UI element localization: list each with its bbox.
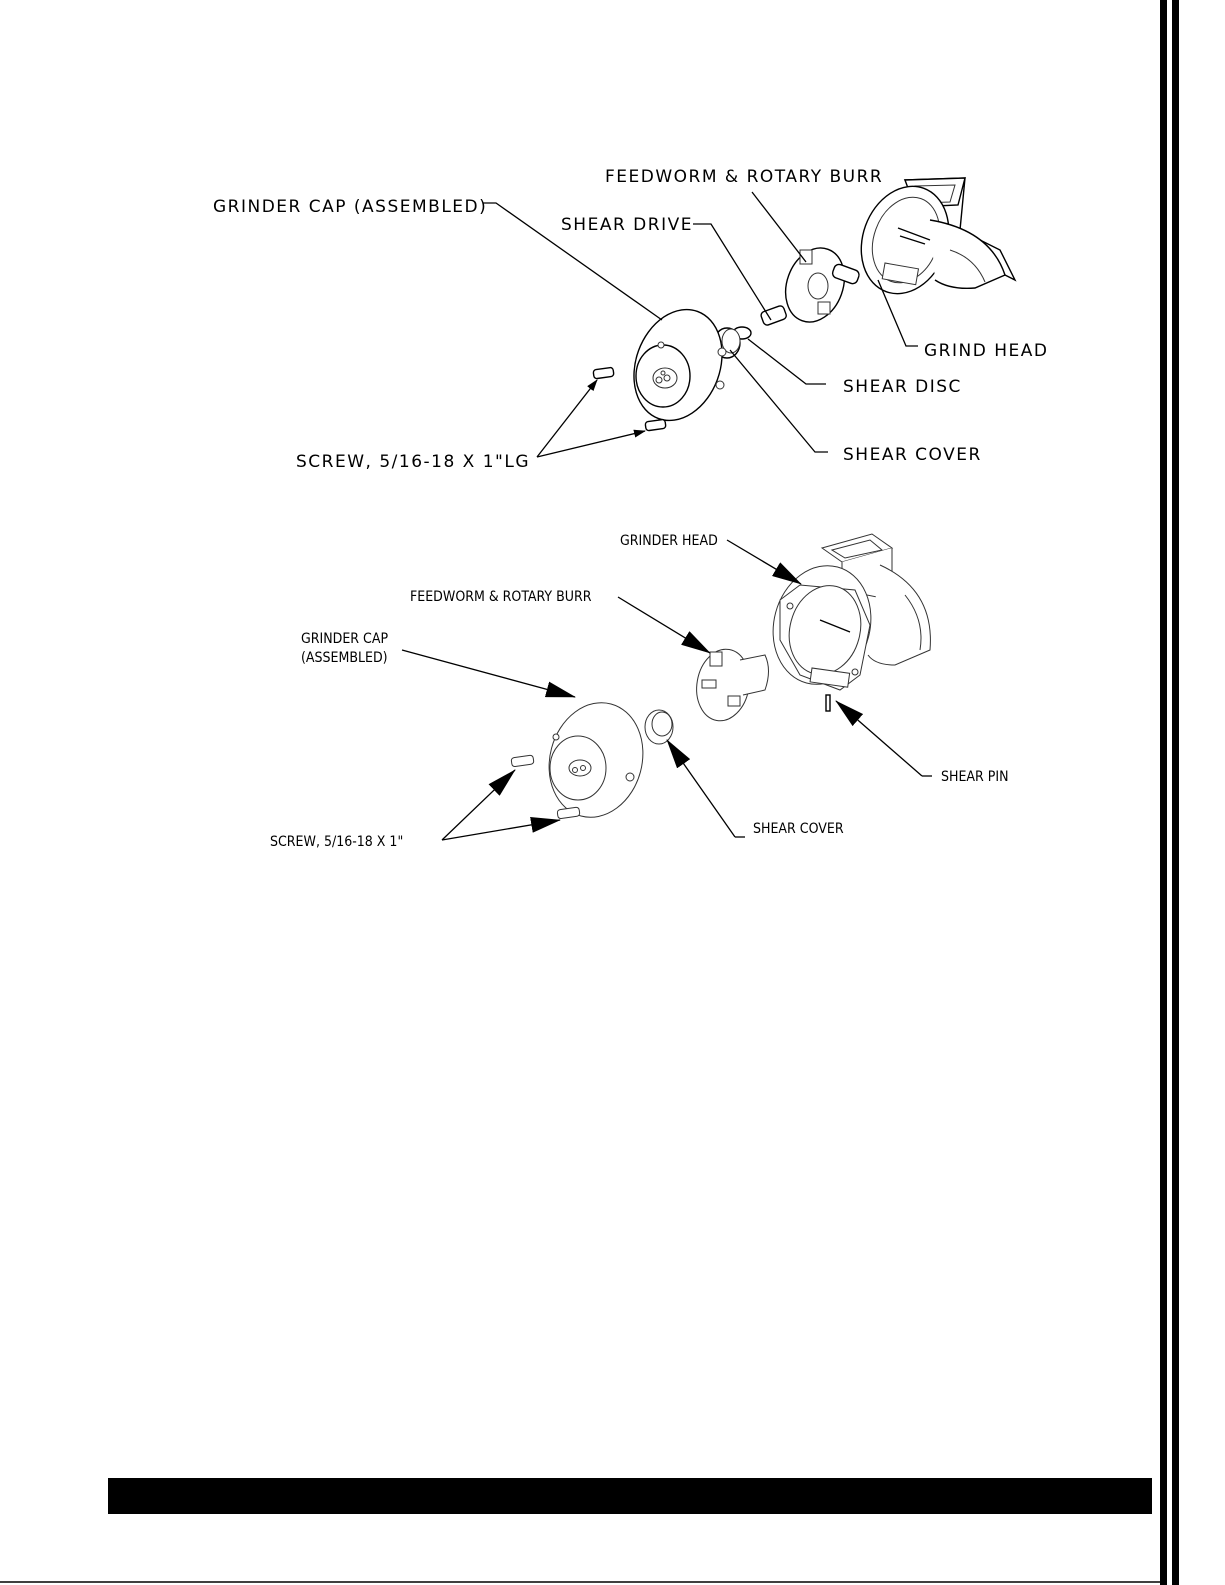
label-shear-pin: SHEAR PIN bbox=[941, 769, 1009, 785]
label-feedworm-top: FEEDWORM & ROTARY BURR bbox=[605, 167, 883, 187]
leader-shear-cover-top bbox=[730, 350, 828, 452]
leader-shear-cover-bottom bbox=[667, 740, 735, 837]
label-shear-drive: SHEAR DRIVE bbox=[561, 215, 693, 235]
leader-shear-disc bbox=[748, 339, 826, 384]
label-screw-bottom: SCREW, 5/16-18 X 1" bbox=[270, 834, 403, 850]
shear-cover-part-bottom bbox=[645, 710, 673, 744]
right-border-bar-outer bbox=[1160, 0, 1167, 1585]
grind-head-part bbox=[847, 174, 1015, 306]
leader-feedworm-bottom bbox=[618, 597, 710, 653]
label-grinder-cap-bottom-line1: GRINDER CAP bbox=[301, 631, 388, 647]
shear-pin-part bbox=[826, 695, 830, 711]
grinder-cap-part-top bbox=[619, 297, 737, 433]
label-feedworm-bottom: FEEDWORM & ROTARY BURR bbox=[410, 589, 592, 605]
label-shear-disc: SHEAR DISC bbox=[843, 377, 962, 397]
exploded-view-top: FEEDWORM & ROTARY BURR GRINDER CAP (ASSE… bbox=[213, 167, 1048, 472]
label-screw-top: SCREW, 5/16-18 X 1"LG bbox=[296, 452, 530, 472]
label-grinder-cap-top: GRINDER CAP (ASSEMBLED) bbox=[213, 197, 487, 217]
leader-shear-pin bbox=[836, 701, 922, 776]
exploded-view-bottom: GRINDER HEAD FEEDWORM & ROTARY BURR GRIN… bbox=[270, 533, 1009, 850]
label-shear-cover-bottom: SHEAR COVER bbox=[753, 821, 844, 837]
label-grind-head: GRIND HEAD bbox=[924, 341, 1048, 361]
leader-screw-top-a bbox=[537, 380, 597, 457]
grinder-head-part bbox=[760, 534, 930, 695]
right-border-bar-inner bbox=[1172, 0, 1179, 1585]
feedworm-part-bottom bbox=[691, 645, 768, 725]
leader-feedworm-top bbox=[752, 192, 806, 262]
label-shear-cover-top: SHEAR COVER bbox=[843, 445, 982, 465]
grinder-cap-part-bottom bbox=[537, 692, 656, 828]
label-grinder-head: GRINDER HEAD bbox=[620, 533, 718, 549]
footer-band bbox=[108, 1478, 1152, 1514]
leader-grinder-cap-bottom bbox=[402, 650, 575, 697]
leader-screw-top-b bbox=[537, 431, 645, 457]
leader-shear-drive bbox=[693, 224, 771, 320]
feedworm-part-top bbox=[776, 240, 861, 331]
leader-grinder-head bbox=[727, 540, 801, 584]
label-grinder-cap-bottom-line2: (ASSEMBLED) bbox=[301, 650, 388, 666]
